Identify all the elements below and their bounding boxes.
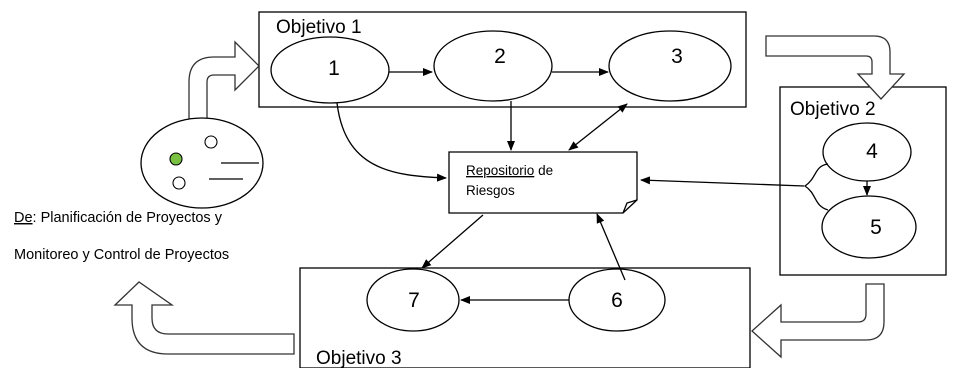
node-3-label: 3: [671, 45, 683, 68]
cycle-arrow-return: [113, 281, 295, 355]
source-line1: De: Planificación de Proyectos y: [14, 210, 223, 226]
brace-4-5: [803, 163, 829, 211]
repository-title-line1: Repositorio de: [466, 163, 553, 178]
dot-green-icon: [169, 152, 183, 166]
edge-1-to-repository: [336, 102, 447, 182]
cycle-arrow-to-objective-1: [188, 40, 260, 129]
node-7: [366, 268, 460, 332]
cycle-arrow-to-objective-2: [765, 35, 906, 100]
objective-2-label: Objetivo 2: [790, 99, 876, 120]
node-3: [608, 30, 732, 102]
edge-3-repository-bidirectional: [568, 103, 628, 151]
dot-hollow-top-icon: [204, 135, 218, 149]
repository-title-line2: Riesgos: [466, 183, 515, 198]
cycle-arrow-to-objective-3: [751, 283, 885, 359]
node-6-label: 6: [611, 289, 623, 312]
objective-1-label: Objetivo 1: [276, 17, 362, 38]
node-5-label: 5: [870, 216, 882, 239]
source-icon: [140, 117, 264, 209]
risk-repository: [448, 151, 638, 214]
repository-fold: [622, 199, 638, 214]
edge-6-to-repository: [596, 213, 626, 281]
edge-brace-to-repository: [640, 176, 805, 187]
objective-3-label: Objetivo 3: [316, 348, 402, 368]
node-5: [821, 195, 917, 259]
edge-repository-to-7: [421, 214, 484, 269]
node-2: [433, 30, 553, 102]
node-7-label: 7: [408, 289, 420, 312]
node-1: [270, 36, 390, 104]
source-line2: Monitoreo y Control de Proyectos: [14, 247, 229, 263]
node-4-label: 4: [866, 140, 878, 163]
node-1-label: 1: [328, 57, 340, 80]
node-2-label: 2: [494, 45, 506, 68]
dot-hollow-bottom-icon: [172, 176, 186, 190]
